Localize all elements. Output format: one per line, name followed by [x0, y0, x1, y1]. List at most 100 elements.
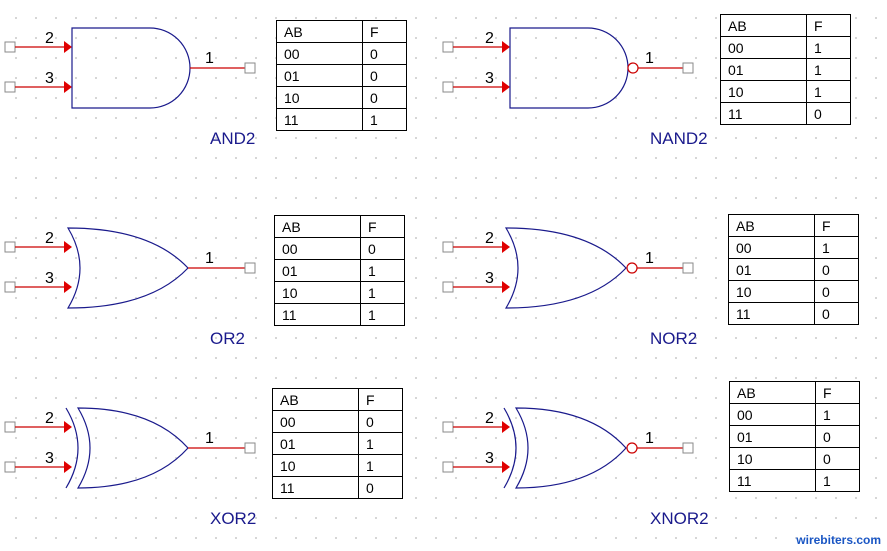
nand2-gate-label: NAND2 [650, 129, 708, 148]
xnor2-pin-a-label: 2 [485, 410, 494, 427]
cell-ab: 11 [729, 469, 816, 492]
cell-f: 0 [814, 258, 859, 281]
cell-ab: 11 [728, 302, 815, 325]
cell-f: 0 [358, 476, 403, 499]
xnor2-gate: 2 3 1 XNOR2 [442, 407, 709, 528]
cell-ab: 00 [272, 410, 359, 433]
cell-f: 0 [362, 64, 407, 87]
and2-gate-label: AND2 [210, 129, 255, 148]
cell-ab: 00 [728, 236, 815, 259]
cell-ab: 00 [276, 42, 363, 65]
nor2-gate-label: NOR2 [650, 329, 697, 348]
nor2-gate: 2 3 1 NOR2 [442, 227, 697, 348]
cell-f: 0 [814, 302, 859, 325]
cell-f: 0 [814, 280, 859, 303]
xor2-pin-a-label: 2 [45, 410, 54, 427]
nor2-pin-a-label: 2 [485, 230, 494, 247]
cell-f: 1 [360, 259, 405, 282]
cell-ab: 00 [720, 36, 807, 59]
header-ab: AB [728, 214, 815, 237]
and2-pin-b-label: 3 [45, 70, 54, 87]
or2-pin-b-label: 3 [45, 270, 54, 287]
header-f: F [814, 214, 859, 237]
header-f: F [806, 14, 851, 37]
cell-f: 0 [362, 86, 407, 109]
cell-ab: 10 [276, 86, 363, 109]
watermark: wirebiters.com [796, 533, 881, 547]
cell-ab: 10 [728, 280, 815, 303]
cell-f: 0 [358, 410, 403, 433]
cell-ab: 01 [720, 58, 807, 81]
cell-ab: 10 [274, 281, 361, 304]
cell-ab: 01 [276, 64, 363, 87]
cell-ab: 11 [276, 108, 363, 131]
xnor2-gate-label: XNOR2 [650, 509, 709, 528]
or2-pin-out-label: 1 [205, 250, 214, 267]
cell-ab: 01 [274, 259, 361, 282]
header-f: F [358, 388, 403, 411]
cell-ab: 10 [720, 80, 807, 103]
cell-ab: 00 [274, 237, 361, 260]
or2-pin-a-label: 2 [45, 230, 54, 247]
cell-ab: 01 [272, 432, 359, 455]
cell-f: 1 [815, 469, 860, 492]
cell-ab: 10 [272, 454, 359, 477]
or2-gate: 2 3 1 OR2 [4, 227, 256, 348]
header-f: F [815, 381, 860, 404]
header-ab: AB [272, 388, 359, 411]
xnor2-pin-b-label: 3 [485, 450, 494, 467]
cell-ab: 11 [272, 476, 359, 499]
cell-f: 0 [362, 42, 407, 65]
xor2-gate-label: XOR2 [210, 509, 256, 528]
cell-f: 0 [815, 447, 860, 470]
nand2-pin-b-label: 3 [485, 70, 494, 87]
xor2-pin-out-label: 1 [205, 430, 214, 447]
header-f: F [362, 20, 407, 43]
cell-f: 1 [806, 36, 851, 59]
cell-ab: 01 [728, 258, 815, 281]
cell-f: 1 [358, 432, 403, 455]
cell-f: 1 [360, 303, 405, 326]
header-f: F [360, 215, 405, 238]
xor2-pin-b-label: 3 [45, 450, 54, 467]
xnor2-pin-out-label: 1 [645, 430, 654, 447]
header-ab: AB [274, 215, 361, 238]
or2-gate-label: OR2 [210, 329, 245, 348]
nor2-pin-out-label: 1 [645, 250, 654, 267]
cell-f: 0 [806, 102, 851, 125]
cell-ab: 01 [729, 425, 816, 448]
nand2-pin-out-label: 1 [645, 50, 654, 67]
cell-ab: 11 [274, 303, 361, 326]
cell-ab: 11 [720, 102, 807, 125]
